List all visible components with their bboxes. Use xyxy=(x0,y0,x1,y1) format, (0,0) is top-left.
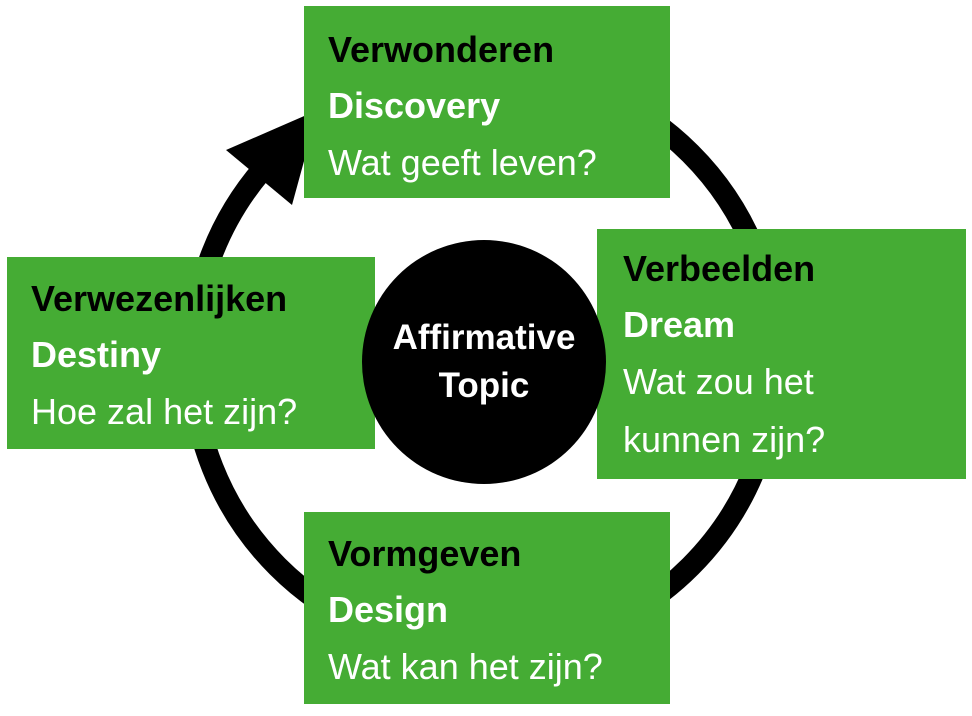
phase-question: Hoe zal het zijn? xyxy=(31,391,298,432)
phase-dutch-label: Verwezenlijken xyxy=(31,278,288,319)
phase-english-label: Discovery xyxy=(328,85,501,126)
phase-dutch-label: Verbeelden xyxy=(623,248,816,289)
phase-box-destiny: Verwezenlijken Destiny Hoe zal het zijn? xyxy=(7,257,375,449)
phase-english-label: Design xyxy=(328,589,449,630)
center-topic-line2: Topic xyxy=(438,366,530,405)
phase-question-line1: Wat zou het xyxy=(623,361,814,402)
phase-question: Wat kan het zijn? xyxy=(328,646,603,687)
phase-dutch-label: Vormgeven xyxy=(328,533,522,574)
center-topic-circle: Affirmative Topic xyxy=(362,240,606,484)
phase-box-discovery: Verwonderen Discovery Wat geeft leven? xyxy=(304,6,670,198)
phase-dutch-label: Verwonderen xyxy=(328,29,555,70)
phase-question: Wat geeft leven? xyxy=(328,142,597,183)
phase-english-label: Dream xyxy=(623,304,736,345)
cycle-arrowhead xyxy=(226,110,318,205)
phase-box-design: Vormgeven Design Wat kan het zijn? xyxy=(304,512,670,704)
phase-english-label: Destiny xyxy=(31,334,162,375)
phase-question-line2: kunnen zijn? xyxy=(623,419,826,460)
phase-box-dream: Verbeelden Dream Wat zou het kunnen zijn… xyxy=(597,229,966,479)
center-topic-line1: Affirmative xyxy=(392,318,576,357)
